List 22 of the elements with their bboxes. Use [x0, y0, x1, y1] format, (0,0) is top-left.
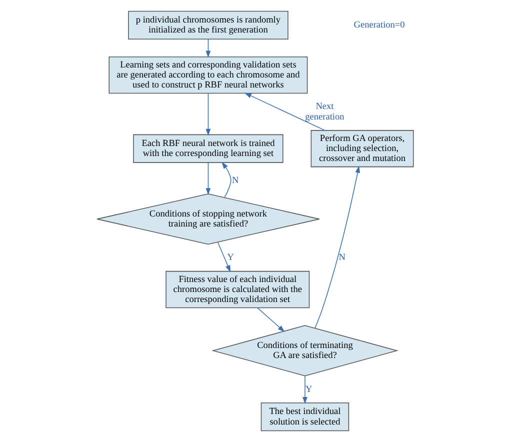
- node-box: Learning sets and corresponding validation sets are generated according to each chromosome and used to construct p RBF neural networks: [108, 56, 308, 94]
- arrow: [302, 376, 307, 404]
- arrow: [314, 166, 360, 328]
- node-box: Fitness value of each individual chromosome is calculated with the corresponding validation set: [165, 270, 310, 308]
- arrow: [221, 162, 231, 198]
- label: Generation=0: [353, 20, 404, 31]
- edge-label: Next generation: [304, 102, 344, 122]
- arrow: [256, 307, 284, 332]
- edge-label: N: [338, 253, 345, 264]
- edge-label: N: [231, 176, 238, 186]
- arrow: [205, 38, 210, 58]
- node-box: Each RBF neural network is trained with the corresponding learning set: [132, 134, 283, 163]
- arrow: [216, 242, 230, 272]
- arrow: [205, 162, 210, 196]
- edge-label: Y: [226, 253, 234, 264]
- arrow: [205, 92, 210, 136]
- edge-label: Y: [304, 384, 312, 395]
- node-diamond: Conditions of stopping network training are satisfied?: [96, 194, 320, 245]
- node-box: Perform GA operators, including selection, crossover and mutation: [310, 130, 414, 168]
- arrow: [244, 92, 325, 131]
- node-box: The best individual solution is selected: [260, 402, 349, 432]
- node-box: p individual chromosomes is randomly initialized as the first generation: [128, 10, 288, 40]
